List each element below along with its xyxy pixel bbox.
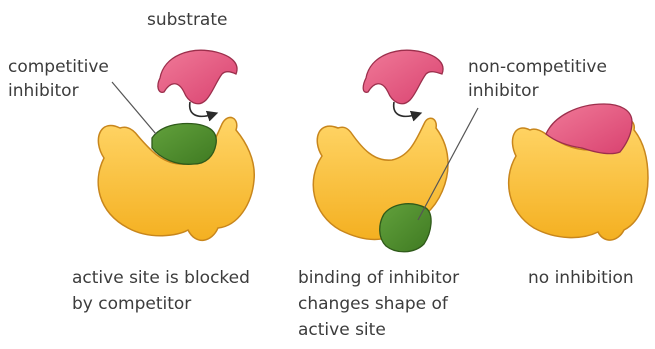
caption-no-inhibition: no inhibition xyxy=(528,266,634,290)
competitive-inhibitor-label-line1: competitive xyxy=(8,55,109,79)
substrate-arrow-2 xyxy=(394,102,418,116)
caption-competitive-line2: by competitor xyxy=(72,292,191,316)
non-competitive-inhibitor-label-line1: non-competitive xyxy=(468,55,607,79)
caption-competitive-line1: active site is blocked xyxy=(72,266,250,290)
competitive-leader-line xyxy=(112,82,156,134)
substrate-arrow-1 xyxy=(190,102,214,116)
caption-non-competitive-line2: changes shape of xyxy=(298,292,448,316)
caption-non-competitive-line1: binding of inhibitor xyxy=(298,266,459,290)
substrate-molecule-2 xyxy=(363,50,443,103)
substrate-label: substrate xyxy=(147,8,227,32)
substrate-molecule xyxy=(158,50,237,103)
competitive-inhibitor-label-line2: inhibitor xyxy=(8,79,79,103)
non-competitive-inhibitor-label-line2: inhibitor xyxy=(468,79,539,103)
caption-non-competitive-line3: active site xyxy=(298,318,386,342)
